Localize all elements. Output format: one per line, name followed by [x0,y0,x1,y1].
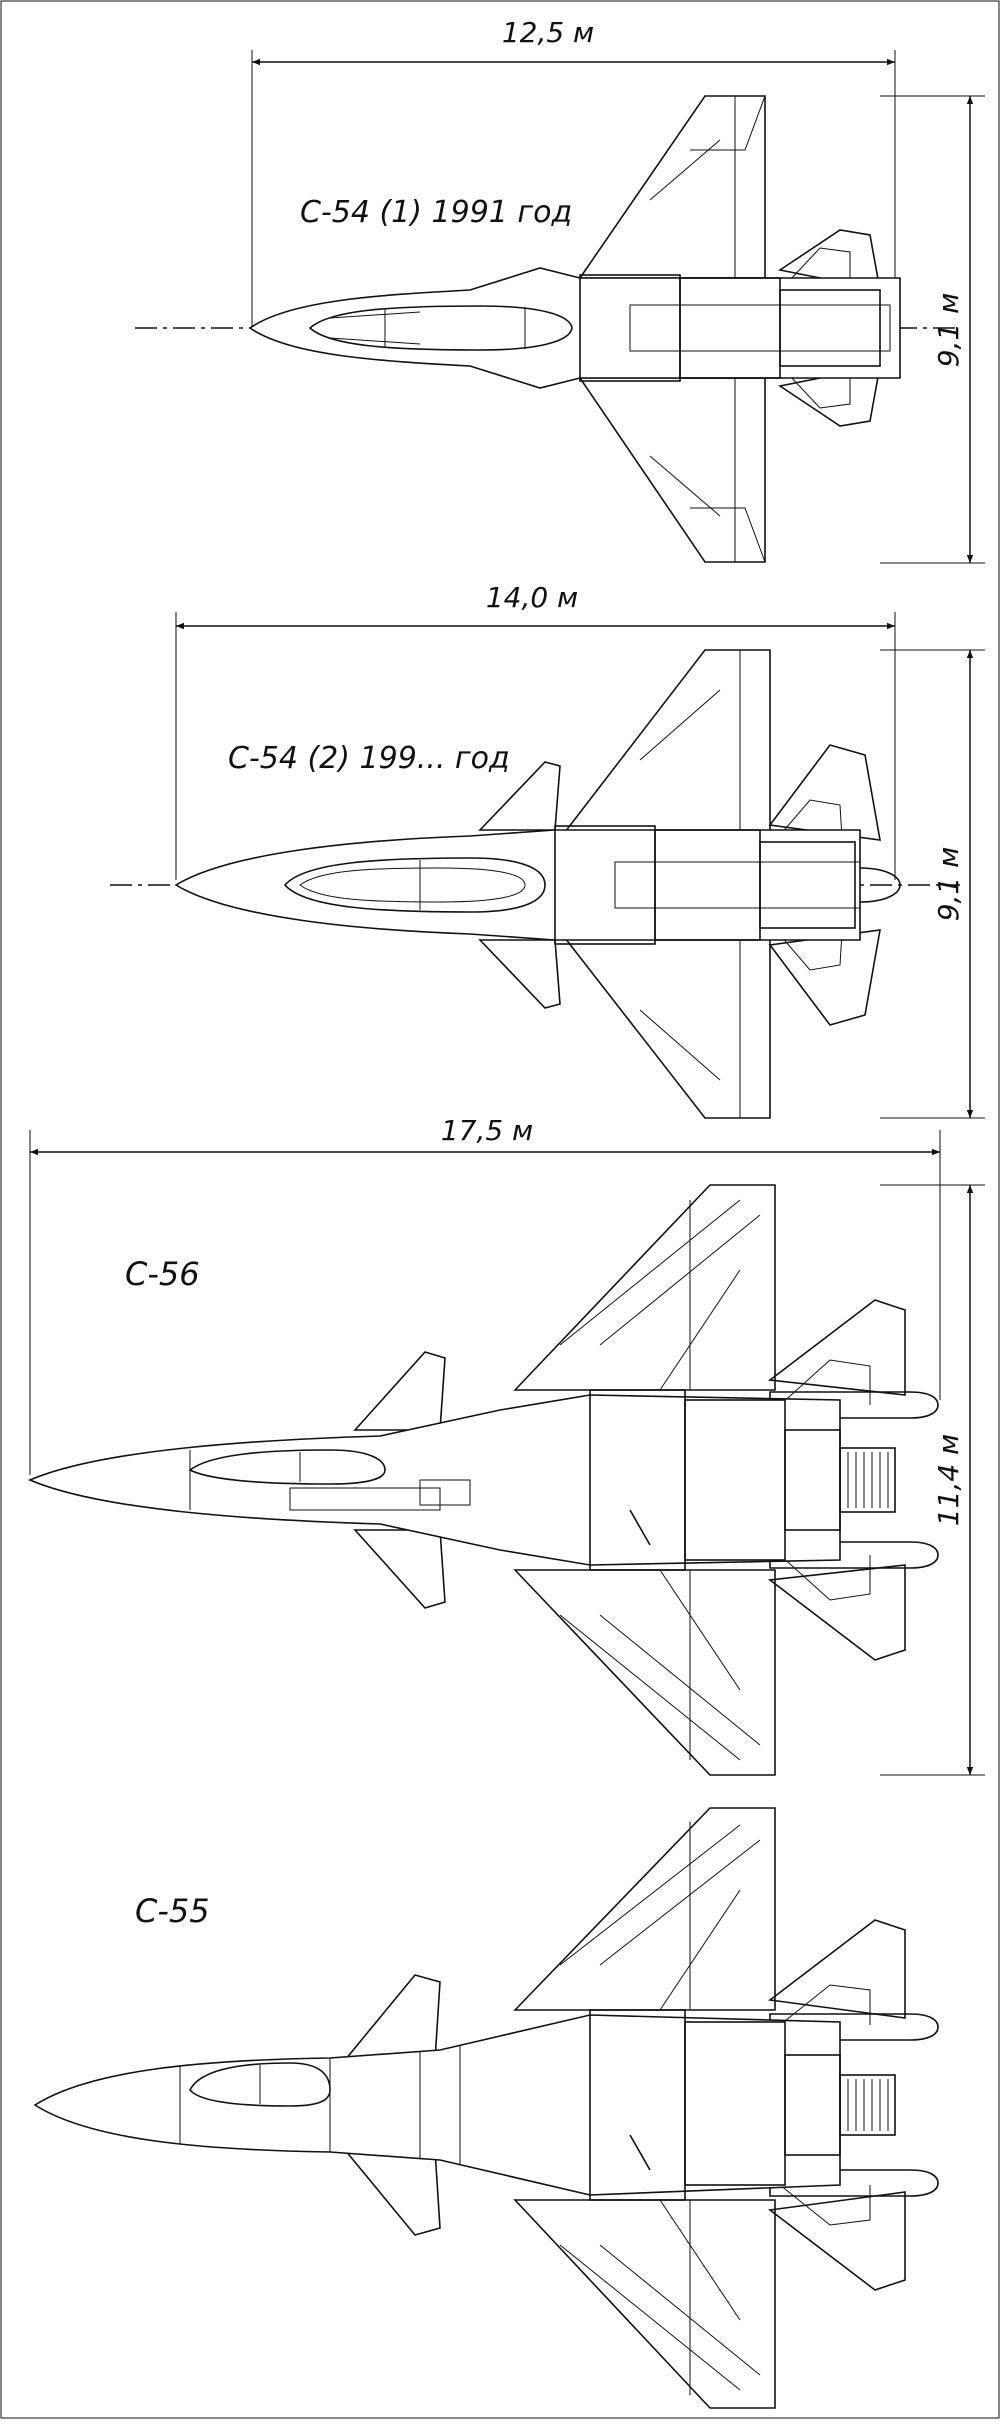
h-stab-lower [767,1564,906,1661]
span-label: 11,4 м [932,1434,965,1526]
canard-lower [478,939,561,1009]
canard-lower [343,2149,441,2236]
wing-lower [513,2199,776,2409]
engine-outline [614,861,861,909]
v-tail-upper [779,1359,871,1406]
canopy-detail [329,311,421,345]
nozzle-petals [847,2079,889,2131]
h-stab-upper [767,1299,906,1396]
aircraft-s56: 17,5 м 11,4 м С-56 [27,1114,985,1776]
canopy [188,1449,386,1485]
length-label: 14,0 м [486,581,578,614]
wing-tip-upper [690,95,766,151]
canopy [283,857,546,913]
wing-lower [578,377,766,563]
airbrake-line [629,2134,651,2171]
engine-outline [629,304,891,352]
wing-flap-lines [639,689,721,1081]
nozzle-section [759,841,856,929]
canopy-inner [299,867,526,903]
tail-boom-upper [769,2013,939,2041]
v-tail-upper [779,1984,871,2026]
aircraft-label: С-54 (1) 1991 год [300,195,572,230]
v-tail-lower [779,2184,871,2226]
canard-upper [343,1974,441,2061]
h-stab-upper [767,1919,906,2019]
wing-lower [513,1569,776,1776]
tail-cone [859,867,901,903]
v-tail-upper [779,799,843,839]
canard-upper [353,1351,446,1431]
canard-upper [478,761,561,831]
tail-boom-lower [769,1541,939,1569]
wing-flap-lines [649,139,721,517]
intake-panel [419,1479,471,1506]
fuselage [174,829,861,941]
v-tail-lower [789,374,851,409]
v-tail-upper [789,247,851,282]
nozzle [839,1447,896,1513]
v-tail-lower [779,931,843,971]
airbrake-line [629,1509,651,1546]
fuselage [248,267,901,389]
aircraft-label: С-54 (2) 199... год [228,741,510,776]
canopy [189,2062,331,2107]
wing-panel-lines [559,1199,761,1761]
nozzle-petals [847,1452,889,1508]
wing-upper [513,1184,776,1391]
wing-lower [563,937,771,1119]
wing-upper [513,1807,776,2011]
span-label: 9,1 м [932,293,965,368]
fuselage-panel [289,1487,441,1511]
length-label: 12,5 м [502,16,594,49]
wing-upper [578,95,766,279]
nozzle [839,2074,896,2136]
h-stab-lower [767,2191,906,2291]
span-label: 9,1 м [932,847,965,922]
aircraft-s54-2: 14,0 м 9,1 м С-54 (2) 199... год [110,581,985,1119]
wing-tip-lower [690,507,766,563]
tail-boom-lower [769,2169,939,2197]
h-stab-lower [768,929,881,1026]
aircraft-label: С-55 [135,1892,210,1930]
length-label: 17,5 м [441,1114,533,1147]
canard-lower [353,1529,446,1609]
wing-upper [563,649,771,833]
wing-panel-lines [559,1824,761,2391]
v-tail-lower [779,1554,871,1601]
fuselage [33,2014,841,2196]
aircraft-s55: С-55 [33,1807,939,2409]
tail-boom-upper [769,1391,939,1419]
h-stab-upper [768,744,881,841]
canopy [308,305,573,351]
aircraft-s54-1: 12,5 м 9,1 м С-54 (1) 1991 год [135,16,985,564]
aircraft-label: С-56 [125,1255,200,1293]
